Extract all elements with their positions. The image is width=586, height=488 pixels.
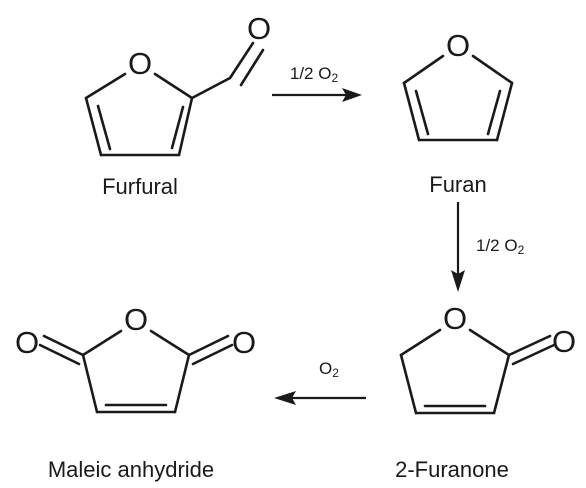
maleic-left-carbonyl-oxygen: O <box>15 325 39 360</box>
furfural-aldehyde-oxygen: O <box>247 11 271 46</box>
furfural-bonds <box>84 41 265 157</box>
arrow-furan-to-furanone: 1/2 O2 <box>451 202 525 292</box>
furan-label: Furan <box>429 172 486 197</box>
maleic-ring-oxygen: O <box>124 302 148 337</box>
maleic-anhydride-bonds <box>38 329 234 414</box>
maleic-anhydride-label: Maleic anhydride <box>48 457 214 482</box>
furanone-ring-oxygen: O <box>443 301 467 336</box>
molecule-furfural: O O Furfural <box>84 11 271 199</box>
furanone-bonds <box>399 328 556 415</box>
reagent-oxygen: O2 <box>319 359 339 380</box>
furfural-label: Furfural <box>102 174 178 199</box>
reagent-half-oxygen-2: 1/2 O2 <box>476 236 525 257</box>
arrow-furfural-to-furan: 1/2 O2 <box>272 64 362 102</box>
reagent-half-oxygen-1: 1/2 O2 <box>290 64 339 85</box>
furanone-label: 2-Furanone <box>395 457 509 482</box>
furfural-ring-oxygen: O <box>128 46 152 81</box>
molecule-maleic-anhydride: O O O Maleic anhydride <box>15 302 256 482</box>
furan-bonds <box>402 54 514 142</box>
arrow-furanone-to-maleic-anhydride: O2 <box>274 359 366 405</box>
furanone-carbonyl-oxygen: O <box>552 324 576 359</box>
molecule-2-furanone: O O 2-Furanone <box>395 301 576 482</box>
molecule-furan: O Furan <box>402 28 514 197</box>
maleic-right-carbonyl-oxygen: O <box>232 325 256 360</box>
furan-ring-oxygen: O <box>446 28 470 63</box>
